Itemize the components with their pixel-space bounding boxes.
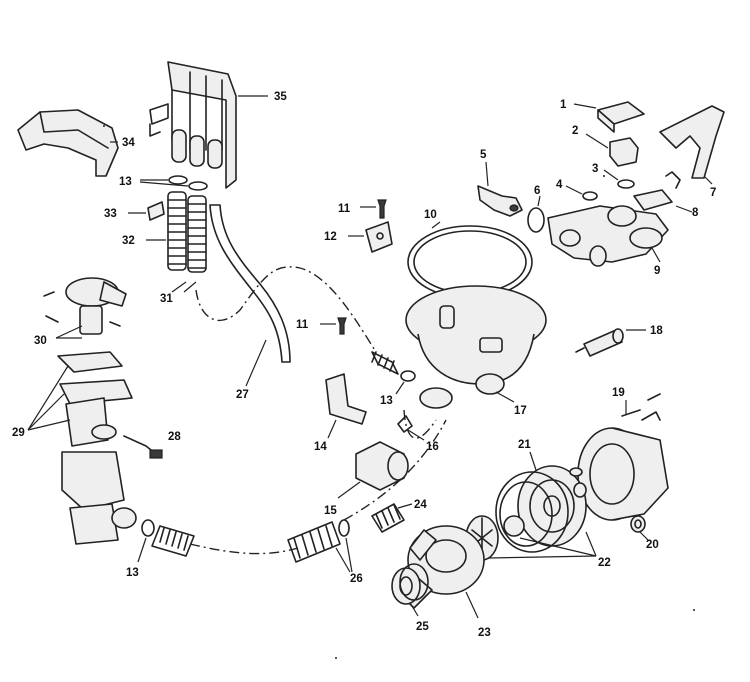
callout-20: 20 [646, 539, 659, 551]
part-7-shield [659, 105, 725, 179]
part-4-oring [582, 191, 598, 201]
part-3-oring [617, 179, 635, 189]
callout-15: 15 [324, 505, 337, 517]
callout-27: 27 [236, 389, 249, 401]
callout-22: 22 [598, 557, 611, 569]
callout-29: 29 [12, 427, 25, 439]
callout-34: 34 [122, 137, 135, 149]
part-8-connector [633, 171, 681, 211]
callout-23: 23 [478, 627, 491, 639]
callout-14: 14 [314, 441, 327, 453]
callout-26: 26 [350, 573, 363, 585]
part-9-manifold [547, 205, 669, 267]
part-5-valve [477, 185, 523, 217]
part-34-cover [17, 109, 119, 177]
part-25-grommet [391, 563, 429, 605]
callout-3: 3 [592, 163, 598, 175]
part-13-oring-middle [400, 370, 416, 382]
callout-10: 10 [424, 209, 437, 221]
callout-35: 35 [274, 91, 287, 103]
part-spring-middle [371, 351, 399, 375]
callout-4: 4 [556, 179, 563, 191]
callout-16: 16 [426, 441, 439, 453]
part-13-orings-top [168, 175, 208, 191]
callout-11-upper: 11 [338, 203, 351, 215]
part-29-valve-assembly [57, 351, 137, 545]
part-20-washer [630, 515, 646, 533]
callout-25: 25 [416, 621, 429, 633]
part-26-hose [287, 519, 350, 563]
part-2-relay [609, 137, 639, 167]
callout-1: 1 [560, 99, 567, 111]
part-16-clamp [397, 415, 413, 433]
callout-31: 31 [160, 293, 173, 305]
part-small-bushing [569, 467, 583, 477]
part-30-switch-assembly [43, 277, 127, 335]
callout-18: 18 [650, 325, 663, 337]
callout-17: 17 [514, 405, 527, 417]
callout-30: 30 [34, 335, 47, 347]
part-35-frame [149, 61, 237, 189]
part-15-drain-pump [355, 441, 409, 491]
callout-24: 24 [414, 499, 427, 511]
part-small-nut [573, 482, 587, 498]
callout-33: 33 [104, 208, 117, 220]
part-27-long-hose [209, 204, 291, 363]
callout-2: 2 [572, 125, 578, 137]
part-14-clip [325, 373, 367, 425]
part-17-sump [405, 285, 547, 409]
part-corrugated-hose-left [151, 525, 195, 557]
callout-9: 9 [654, 265, 660, 277]
part-11-screw-upper [377, 199, 387, 219]
part-13-oring-left [141, 519, 155, 537]
callout-32: 32 [122, 235, 135, 247]
part-19-motor [577, 393, 669, 521]
callout-21: 21 [518, 439, 531, 451]
part-12-bracket [365, 221, 393, 253]
callout-28: 28 [168, 431, 181, 443]
callout-13-lower-left: 13 [126, 567, 139, 579]
callout-12: 12 [324, 231, 337, 243]
callout-5: 5 [480, 149, 487, 161]
part-33-clip [147, 201, 165, 221]
part-18-sensor [575, 328, 624, 357]
callout-8: 8 [692, 207, 699, 219]
callout-7: 7 [710, 187, 716, 199]
part-11-screw-lower [337, 317, 347, 335]
part-1-cover [597, 101, 645, 133]
part-32-corrugated-hoses [167, 191, 207, 273]
part-24-spring [371, 503, 405, 533]
callout-6: 6 [534, 185, 540, 197]
callout-19: 19 [612, 387, 625, 399]
part-28-sensor [123, 435, 163, 459]
part-6-oring [527, 207, 545, 233]
callout-13-middle: 13 [380, 395, 393, 407]
callout-11-lower: 11 [296, 319, 309, 331]
callout-13-top: 13 [119, 176, 132, 188]
